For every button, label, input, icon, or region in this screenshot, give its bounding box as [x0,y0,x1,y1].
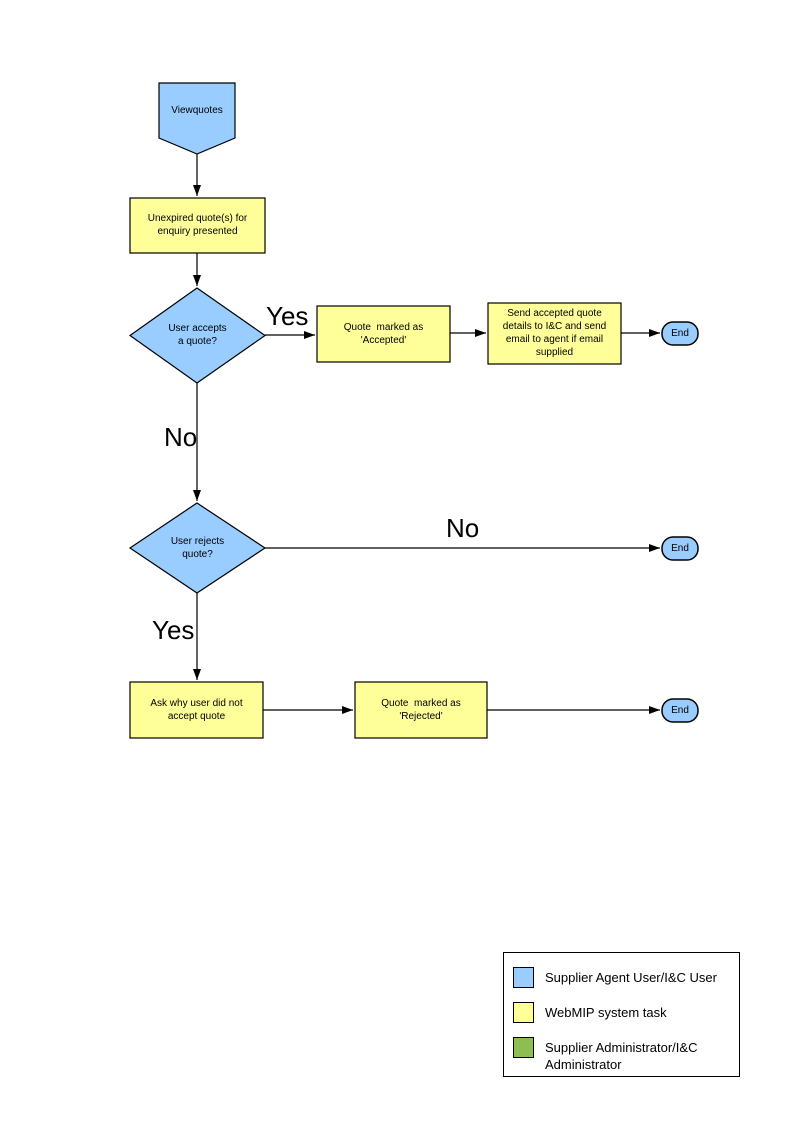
start-terminator-shape [158,82,236,155]
end2-terminator-shape [661,536,699,561]
start-terminator-label: Viewquotes [171,105,223,116]
legend-swatch-webmip-system-task [513,1002,534,1023]
user-accepts-decision-shape [128,287,267,384]
user-accepts-decision-label: User accepts a quote? [168,323,227,347]
send-accepted-details-box-label: Send accepted quote details to I&C and s… [502,308,607,358]
legend-item-supplier-agent-user: Supplier Agent User/I&C User [513,967,717,988]
send-accepted-details-box-shape [487,302,622,365]
edge-label-accepts-yes: Yes [266,301,309,331]
edge-label-accepts-no: No [164,422,198,452]
legend-label-supplier-administrator: Supplier Administrator/I&C Administrator [545,1040,698,1072]
end3-terminator-shape [661,698,699,723]
ask-why-box-shape [129,681,264,739]
legend-box: Supplier Agent User/I&C User WebMIP syst… [503,952,740,1077]
legend-item-webmip-system-task: WebMIP system task [513,1002,667,1023]
quote-marked-rejected-box-shape [354,681,488,739]
end1-terminator-label: End [671,328,689,339]
edge-label-rejects-yes: Yes [152,615,195,645]
legend-item-supplier-administrator: Supplier Administrator/I&C Administrator [513,1037,697,1073]
ask-why-box-label: Ask why user did not accept quote [150,698,243,722]
edge-label-rejects-no: No [446,513,480,543]
quote-marked-rejected-box-label: Quote marked as 'Rejected' [381,698,461,722]
quote-marked-accepted-box-label: Quote marked as 'Accepted' [343,322,424,346]
quote-marked-accepted-box-shape [316,305,451,363]
legend-swatch-supplier-administrator [513,1037,534,1058]
end2-terminator-label: End [671,543,689,554]
end1-terminator-shape [661,321,699,346]
unexpired-quotes-box-label: Unexpired quote(s) for enquiry presented [147,213,248,237]
legend-label-webmip-system-task: WebMIP system task [545,1005,667,1020]
user-rejects-decision-shape [128,502,267,594]
user-rejects-decision-label: User rejects quote? [170,536,225,560]
legend-swatch-supplier-agent-user [513,967,534,988]
legend-label-supplier-agent-user: Supplier Agent User/I&C User [545,970,717,985]
end3-terminator-label: End [671,705,689,716]
unexpired-quotes-box-shape [129,197,266,254]
